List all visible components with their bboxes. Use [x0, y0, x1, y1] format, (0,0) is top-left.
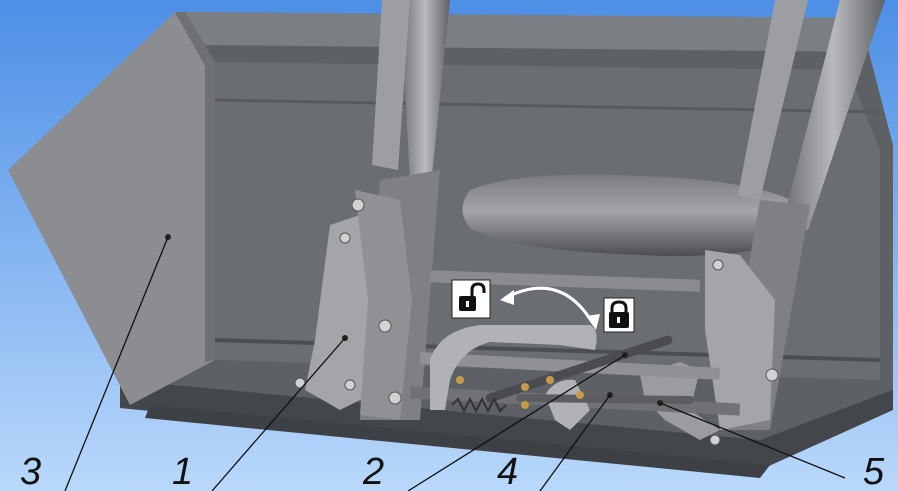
bolt	[351, 198, 365, 212]
leader-line-1	[211, 337, 346, 491]
right-hydraulic-cylinder	[738, 0, 808, 200]
lower-pivot-shaft	[419, 352, 721, 380]
callout-2: 2	[362, 451, 384, 491]
bolt	[712, 259, 724, 271]
leader-line-4	[539, 394, 611, 491]
spring	[451, 396, 507, 414]
cutting-edge	[145, 405, 770, 478]
leader-line-3	[64, 236, 169, 491]
left-coupling-hook	[355, 190, 412, 420]
callout-3: 3	[20, 451, 41, 491]
locking-hook	[430, 325, 597, 410]
bolt	[344, 379, 356, 391]
callout-1: 1	[172, 451, 193, 491]
bolt	[765, 368, 779, 382]
upper-guide-rod	[429, 270, 701, 292]
right-lift-arm	[782, 0, 885, 230]
bronze-bolt	[456, 376, 464, 384]
leader-line-2	[407, 354, 626, 491]
bolt	[294, 377, 306, 389]
bronze-bolt	[576, 391, 584, 399]
cross-tube	[462, 174, 804, 256]
bolt	[378, 319, 392, 333]
bolt	[709, 434, 721, 446]
callout-4: 4	[497, 451, 518, 491]
padlock-closed-icon	[603, 297, 635, 333]
locking-bolt	[516, 394, 694, 404]
bucket-side-plate	[8, 12, 215, 405]
bucket-bottom-lip	[120, 380, 893, 470]
leader-line-5	[659, 402, 846, 479]
bronze-bolt	[521, 383, 529, 391]
right-coupling-plate	[705, 250, 775, 430]
bolt	[339, 232, 351, 244]
bucket-top-rim	[185, 12, 870, 52]
double-arrow-icon	[500, 286, 600, 330]
left-hydraulic-cylinder	[372, 0, 410, 170]
callout-5: 5	[863, 451, 885, 491]
bronze-bolt	[521, 401, 529, 409]
padlock-open-icon	[451, 279, 491, 319]
bucket-side-plate-edge	[175, 12, 215, 362]
bolt	[388, 391, 402, 405]
left-coupling-plate	[305, 215, 375, 410]
locking-lever	[485, 335, 673, 403]
bronze-bolt	[546, 376, 554, 384]
left-lift-arm	[400, 0, 450, 180]
